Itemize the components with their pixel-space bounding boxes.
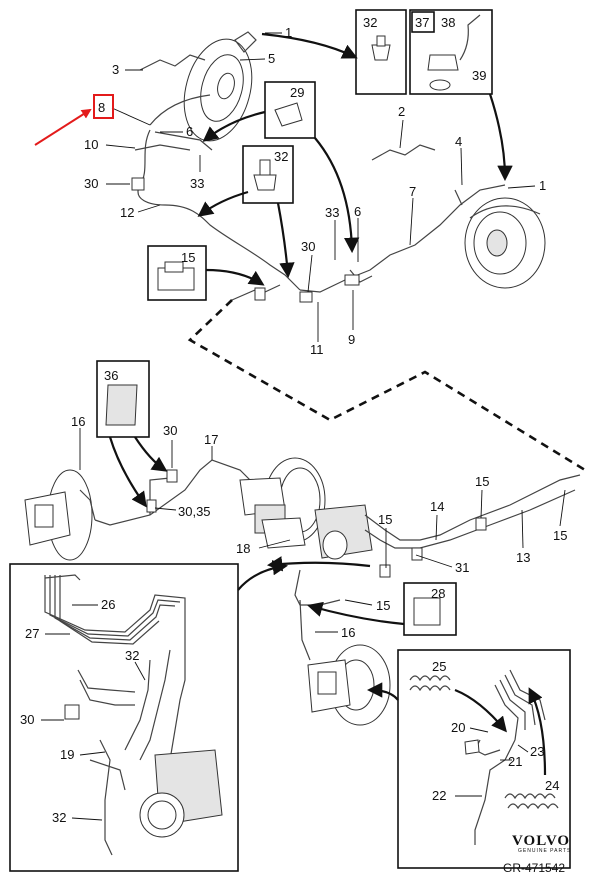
- callout-2: 2: [398, 104, 405, 119]
- callout-30c: 30: [163, 423, 177, 438]
- brake-pipe-top-right: [299, 184, 506, 293]
- top-callouts: 1 5 3 8 6 10 30 33 12 29 32 32 37 38 39 …: [84, 15, 546, 357]
- callout-6a: 6: [186, 124, 193, 139]
- callout-32b: 32: [274, 149, 288, 164]
- callout-11: 11: [310, 342, 324, 357]
- callout-25: 25: [432, 659, 446, 674]
- callout-19: 19: [60, 747, 74, 762]
- detail-box-28: [403, 582, 457, 636]
- brake-booster-master-cylinder: [239, 457, 326, 549]
- callout-28: 28: [431, 586, 445, 601]
- callout-4: 4: [455, 134, 462, 149]
- callout-32d: 32: [52, 810, 66, 825]
- callout-16a: 16: [71, 414, 85, 429]
- highlight-box-part-8: [93, 94, 114, 119]
- callout-15d: 15: [553, 528, 567, 543]
- callout-15c: 15: [475, 474, 489, 489]
- brand-tagline: GENUINE PARTS: [518, 848, 571, 854]
- callout-29: 29: [290, 85, 304, 100]
- callout-13: 13: [516, 550, 530, 565]
- callout-8: 8: [98, 100, 105, 115]
- callout-12: 12: [120, 205, 134, 220]
- drawing-code: GR-471542: [503, 861, 565, 875]
- brand-logo-text: VOLVO: [512, 833, 570, 849]
- callout-32a: 32: [363, 15, 377, 30]
- abs-modulator-mid: [294, 474, 581, 661]
- callout-7: 7: [409, 184, 416, 199]
- callout-32c: 32: [125, 648, 139, 663]
- callout-16b: 16: [341, 625, 355, 640]
- callout-17: 17: [204, 432, 218, 447]
- front-left-caliper: [24, 469, 96, 561]
- detail-box-32-mid: [242, 145, 294, 204]
- callout-30b: 30: [301, 239, 315, 254]
- callout-37: 37: [415, 15, 429, 30]
- callout-1a: 1: [285, 25, 292, 40]
- callout-26: 26: [101, 597, 115, 612]
- detail-box-15-top: [147, 245, 207, 301]
- callout-22: 22: [432, 788, 446, 803]
- callout-15b: 15: [378, 512, 392, 527]
- brake-pipe-top-left: [137, 94, 301, 291]
- dashed-routing-line: [187, 299, 586, 472]
- highlight-arrow: [34, 108, 92, 146]
- callout-1b: 1: [539, 178, 546, 193]
- front-right-caliper: [307, 644, 391, 726]
- detail-box-36: [96, 360, 150, 438]
- callout-30a: 30: [84, 176, 98, 191]
- callout-15e: 15: [376, 598, 390, 613]
- callout-20: 20: [451, 720, 465, 735]
- callout-14: 14: [430, 499, 444, 514]
- detail-box-29: [264, 81, 316, 139]
- callout-36: 36: [104, 368, 118, 383]
- mid-callouts: 36 16 30 17 30,35 18 15 14 15 13 15 31 1…: [71, 368, 567, 640]
- callout-5: 5: [268, 51, 275, 66]
- top-brake-assembly: [131, 31, 546, 303]
- volvo-logo: VOLVO GENUINE PARTS: [512, 833, 571, 854]
- inset-left-abs-lines: 26 27 32 30 19 32: [9, 563, 239, 872]
- callout-6b: 6: [354, 204, 361, 219]
- callout-39: 39: [472, 68, 486, 83]
- inset-right-abs-lines: 25 20 23 21 24 22: [397, 649, 571, 869]
- callout-33a: 33: [190, 176, 204, 191]
- callout-30-35: 30,35: [178, 504, 211, 519]
- callout-24: 24: [545, 778, 559, 793]
- callout-18: 18: [236, 541, 250, 556]
- callout-38: 38: [441, 15, 455, 30]
- callout-9: 9: [348, 332, 355, 347]
- callout-15a: 15: [181, 250, 195, 265]
- callout-3: 3: [112, 62, 119, 77]
- callout-21: 21: [508, 754, 522, 769]
- callout-30d: 30: [20, 712, 34, 727]
- callout-10: 10: [84, 137, 98, 152]
- callout-23: 23: [530, 744, 544, 759]
- callout-27: 27: [25, 626, 39, 641]
- detail-box-37-39: [409, 9, 493, 95]
- callout-31: 31: [455, 560, 469, 575]
- callout-33b: 33: [325, 205, 339, 220]
